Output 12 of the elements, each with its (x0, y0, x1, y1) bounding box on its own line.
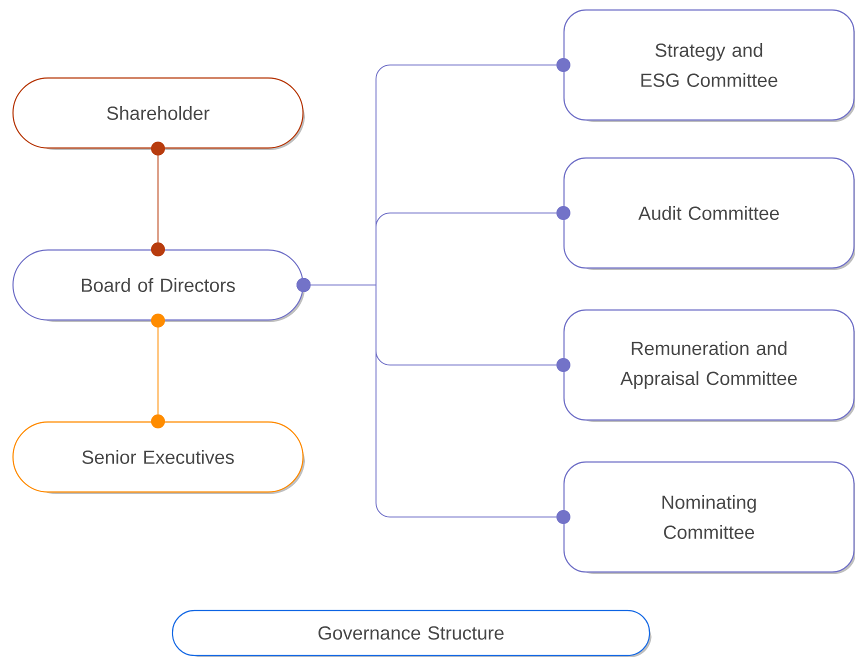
connector (151, 142, 165, 256)
rounded-box: Audit Committee (563, 157, 855, 270)
rounded-box: Board of Directors (12, 249, 305, 322)
rounded-box: Shareholder (12, 77, 305, 150)
rounded-box: Senior Executives (12, 421, 305, 494)
node-label: Governance Structure (318, 626, 504, 640)
rounded-box: Nominating Committee (563, 461, 855, 574)
rounded-box: Strategy and ESG Committee (563, 9, 855, 122)
connector (151, 314, 165, 428)
caption-box: Governance Structure (172, 610, 652, 657)
rounded-box: Remuneration and Appraisal Committee (563, 309, 855, 422)
connector (296, 278, 570, 524)
